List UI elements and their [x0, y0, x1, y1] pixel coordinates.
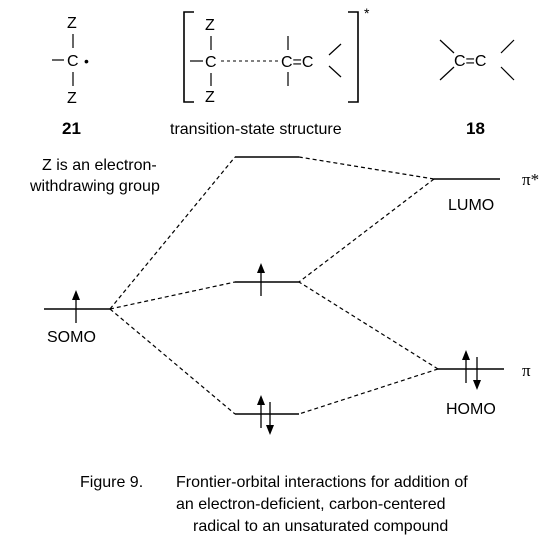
- homo-electron-arrowhead-down: [473, 380, 481, 390]
- ts-alkene-down-right: [328, 65, 342, 78]
- ts-alkene-up-right: [328, 43, 342, 56]
- ts-substituent-top: Z: [205, 17, 215, 34]
- label-18: 18: [466, 119, 485, 138]
- homo-to-lower: [298, 368, 439, 415]
- ts-superscript: *: [364, 5, 370, 21]
- caption-line-3: radical to an unsaturated compound: [193, 518, 448, 535]
- ts-substituent-bottom: Z: [205, 89, 215, 106]
- caption-line-2: an electron-deficient, carbon-centered: [176, 496, 446, 513]
- alkene-structure: C=C: [439, 39, 515, 81]
- lower-electron-arrowhead-up: [257, 395, 265, 405]
- radical-substituent-bottom: Z: [67, 90, 77, 107]
- alkene-down-right: [500, 66, 515, 81]
- caption-line-1: Frontier-orbital interactions for additi…: [176, 474, 468, 491]
- alkene-up-left: [439, 39, 455, 54]
- middle-electron-arrowhead: [257, 263, 265, 273]
- radical-dot: •: [84, 53, 89, 69]
- radical-structure: Z C • Z: [52, 15, 89, 107]
- left-bracket: [183, 11, 194, 103]
- homo-to-middle: [298, 281, 439, 370]
- lower-electron-arrowhead-down: [266, 425, 274, 435]
- note-line-2: withdrawing group: [29, 178, 160, 195]
- pi-star-label: π*: [522, 170, 539, 189]
- transition-state-structure: * Z C Z C=C: [183, 5, 370, 106]
- radical-substituent-top: Z: [67, 15, 77, 32]
- lumo-to-middle: [298, 178, 435, 283]
- somo-to-middle: [109, 281, 236, 310]
- somo-label: SOMO: [47, 329, 96, 346]
- label-21: 21: [62, 119, 81, 138]
- note-line-1: Z is an electron-: [42, 157, 157, 174]
- lumo-label: LUMO: [448, 197, 494, 214]
- somo-to-upper: [109, 156, 236, 310]
- right-bracket: [348, 11, 359, 103]
- alkene-formula: C=C: [454, 53, 486, 70]
- label-transition-state: transition-state structure: [170, 121, 342, 138]
- ts-carbon: C: [205, 54, 217, 71]
- alkene-up-right: [500, 39, 515, 54]
- caption-number: Figure 9.: [80, 474, 143, 491]
- correlation-lines: [109, 156, 439, 415]
- radical-carbon: C: [67, 53, 79, 70]
- homo-label: HOMO: [446, 401, 496, 418]
- lumo-to-upper: [298, 156, 435, 180]
- homo-electron-arrowhead-up: [462, 350, 470, 360]
- ts-alkene: C=C: [281, 54, 313, 71]
- pi-label: π: [522, 361, 531, 380]
- alkene-down-left: [439, 66, 455, 81]
- somo-electron-arrowhead: [72, 290, 80, 300]
- somo-to-lower: [109, 308, 236, 415]
